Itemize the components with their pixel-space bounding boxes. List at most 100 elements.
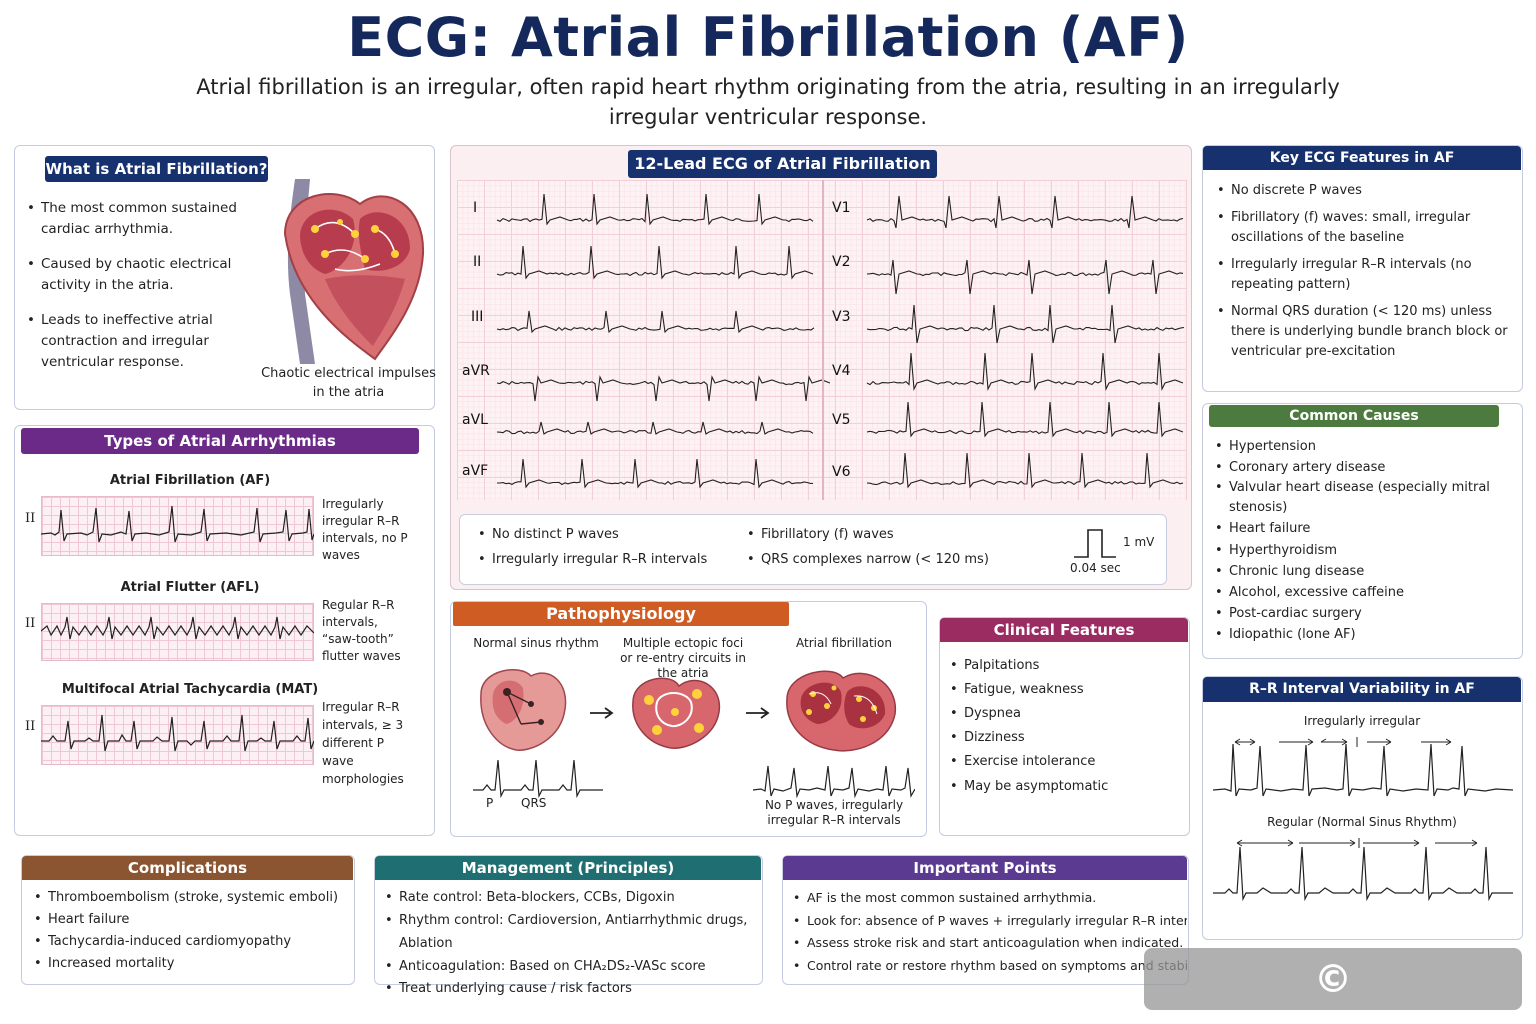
what-is-af-bullet: Caused by chaotic electrical activity in… xyxy=(25,254,245,296)
type-afl-desc: Regular R–R intervals, “saw-tooth” flutt… xyxy=(322,598,401,663)
patho-af-caption: No P waves, irregularly irregular R–R in… xyxy=(764,798,904,827)
lead-label-aVF: aVF xyxy=(462,463,489,479)
complication-item: Heart failure xyxy=(32,909,352,931)
calibration-pulse xyxy=(1074,529,1116,558)
complication-item: Thromboembolism (stroke, systemic emboli… xyxy=(32,887,352,909)
lead-label-V1: V1 xyxy=(832,200,851,216)
lead-label-V4: V4 xyxy=(832,363,851,379)
patho-qrs-label: QRS xyxy=(521,796,547,810)
patho-stage2-label: Multiple ectopic foci or re-entry circui… xyxy=(620,636,746,680)
type-afl-lead: II xyxy=(25,616,36,631)
ecg12-panel: 12-Lead ECG of Atrial Fibrillation I II … xyxy=(450,145,1192,590)
clinical-item: Exercise intolerance xyxy=(948,750,1183,774)
ecg12-bullet: Fibrillatory (f) waves xyxy=(745,526,1025,543)
patho-p-label: P xyxy=(486,796,494,810)
ecg-trace-precordial xyxy=(866,195,1184,229)
lead-label-aVL: aVL xyxy=(462,412,488,428)
clinical-item: May be asymptomatic xyxy=(948,774,1183,799)
lead-label-V3: V3 xyxy=(832,309,851,325)
patho-ectopic-heart xyxy=(632,677,721,749)
complications-header: Complications xyxy=(22,856,353,880)
clinical-item: Palpitations xyxy=(948,654,1183,678)
ecg12-bullet: Irregularly irregular R–R intervals xyxy=(476,551,736,568)
key-feature-item: Irregularly irregular R–R intervals (no … xyxy=(1215,255,1515,295)
ecg12-bullet: QRS complexes narrow (< 120 ms) xyxy=(745,551,1025,568)
management-item: Treat underlying cause / risk factors xyxy=(383,978,763,1000)
causes-list: Hypertension Coronary artery disease Val… xyxy=(1213,436,1518,645)
cause-item: Alcohol, excessive caffeine xyxy=(1213,582,1518,603)
rr-regular-label: Regular (Normal Sinus Rhythm) xyxy=(1267,815,1457,829)
what-is-af-panel: What is Atrial Fibrillation? The most co… xyxy=(14,145,436,410)
lead-label-II: II xyxy=(473,254,482,270)
ecg-trace-limb xyxy=(496,310,815,334)
ecg-trace-precordial xyxy=(866,452,1184,489)
lead-label-V5: V5 xyxy=(832,412,851,428)
ecg-trace-limb xyxy=(496,193,814,226)
type-af-lead: II xyxy=(25,511,36,526)
heart-illustration xyxy=(283,179,425,364)
important-item: Control rate or restore rhythm based on … xyxy=(791,954,1187,977)
what-is-af-bullet: The most common sustained cardiac arrhyt… xyxy=(25,198,245,240)
patho-af-heart xyxy=(786,670,896,752)
management-item: Rate control: Beta-blockers, CCBs, Digox… xyxy=(383,887,763,909)
type-afl-name: Atrial Flutter (AFL) xyxy=(120,580,260,595)
heart-caption: Chaotic electrical impulses in the atria xyxy=(261,366,436,400)
page-subtitle: Atrial fibrillation is an irregular, oft… xyxy=(196,75,1340,129)
type-mat-desc: Irregular R–R intervals, ≥ 3 different P… xyxy=(322,700,404,786)
arrow-right-icon xyxy=(746,707,770,719)
important-item: Look for: absence of P waves + irregular… xyxy=(791,909,1187,932)
cause-item: Post-cardiac surgery xyxy=(1213,603,1518,624)
ecg12-summary-box: No distinct P waves Irregularly irregula… xyxy=(459,514,1167,585)
type-af-name: Atrial Fibrillation (AF) xyxy=(109,473,271,488)
rr-regular-trace xyxy=(1213,838,1513,902)
important-item: AF is the most common sustained arrhythm… xyxy=(791,887,1187,909)
causes-panel: Common Causes Hypertension Coronary arte… xyxy=(1202,403,1523,659)
cause-item: Coronary artery disease xyxy=(1213,457,1518,478)
cause-item: Hypertension xyxy=(1213,436,1518,457)
important-header: Important Points xyxy=(783,856,1187,880)
type-mat-trace xyxy=(41,714,314,752)
ecg-trace-limb xyxy=(496,245,814,280)
type-af-trace xyxy=(41,505,314,543)
what-is-af-bullet: Leads to ineffective atrial contraction … xyxy=(25,310,245,373)
cause-item: Heart failure xyxy=(1213,518,1518,540)
arrow-right-icon xyxy=(590,707,614,719)
calibration-mv: 1 mV xyxy=(1123,535,1155,549)
types-header: Types of Atrial Arrhythmias xyxy=(21,428,419,454)
ecg-trace-limb xyxy=(496,375,831,402)
ecg-trace-precordial xyxy=(866,259,1184,295)
key-feature-item: Normal QRS duration (< 120 ms) unless th… xyxy=(1215,302,1515,362)
complication-item: Tachycardia-induced cardiomyopathy xyxy=(32,931,352,953)
lead-label-V2: V2 xyxy=(832,254,851,270)
what-is-af-header: What is Atrial Fibrillation? xyxy=(45,156,268,182)
complications-panel: Complications Thromboembolism (stroke, s… xyxy=(21,855,355,985)
ecg-trace-limb xyxy=(497,458,814,489)
clinical-item: Fatigue, weakness xyxy=(948,678,1183,702)
clinical-item: Dizziness xyxy=(948,726,1183,750)
key-feature-item: No discrete P waves xyxy=(1215,181,1515,201)
watermark: © Medpulselq.com xyxy=(1144,948,1522,1024)
lead-label-aVR: aVR xyxy=(462,363,490,379)
complication-item: Increased mortality xyxy=(32,953,352,975)
type-af-desc: Irregularly irregular R–R intervals, no … xyxy=(322,497,408,562)
type-afl-trace xyxy=(41,616,314,640)
clinical-item: Dyspnea xyxy=(948,702,1183,726)
causes-header: Common Causes xyxy=(1209,405,1499,427)
cause-item: Chronic lung disease xyxy=(1213,561,1518,582)
important-panel: Important Points AF is the most common s… xyxy=(782,855,1189,985)
patho-nsr-trace xyxy=(473,759,603,799)
rr-header: R–R Interval Variability in AF xyxy=(1203,677,1521,702)
ecg-trace-limb xyxy=(496,421,814,435)
ecg12-traces xyxy=(496,180,1185,500)
key-features-panel: Key ECG Features in AF No discrete P wav… xyxy=(1202,145,1523,392)
patho-panel: Pathophysiology Normal sinus rhythm Mult… xyxy=(450,601,927,837)
key-features-list: No discrete P waves Fibrillatory (f) wav… xyxy=(1215,181,1515,362)
cause-item: Valvular heart disease (especially mitra… xyxy=(1213,478,1518,518)
lead-label-I: I xyxy=(473,200,478,216)
calibration-sec: 0.04 sec xyxy=(1070,561,1121,575)
important-item: Assess stroke risk and start anticoagula… xyxy=(791,932,1187,954)
cause-item: Hyperthyroidism xyxy=(1213,540,1518,561)
management-header: Management (Principles) xyxy=(375,856,761,880)
ecg-trace-precordial xyxy=(866,304,1185,344)
management-panel: Management (Principles) Rate control: Be… xyxy=(374,855,763,1000)
